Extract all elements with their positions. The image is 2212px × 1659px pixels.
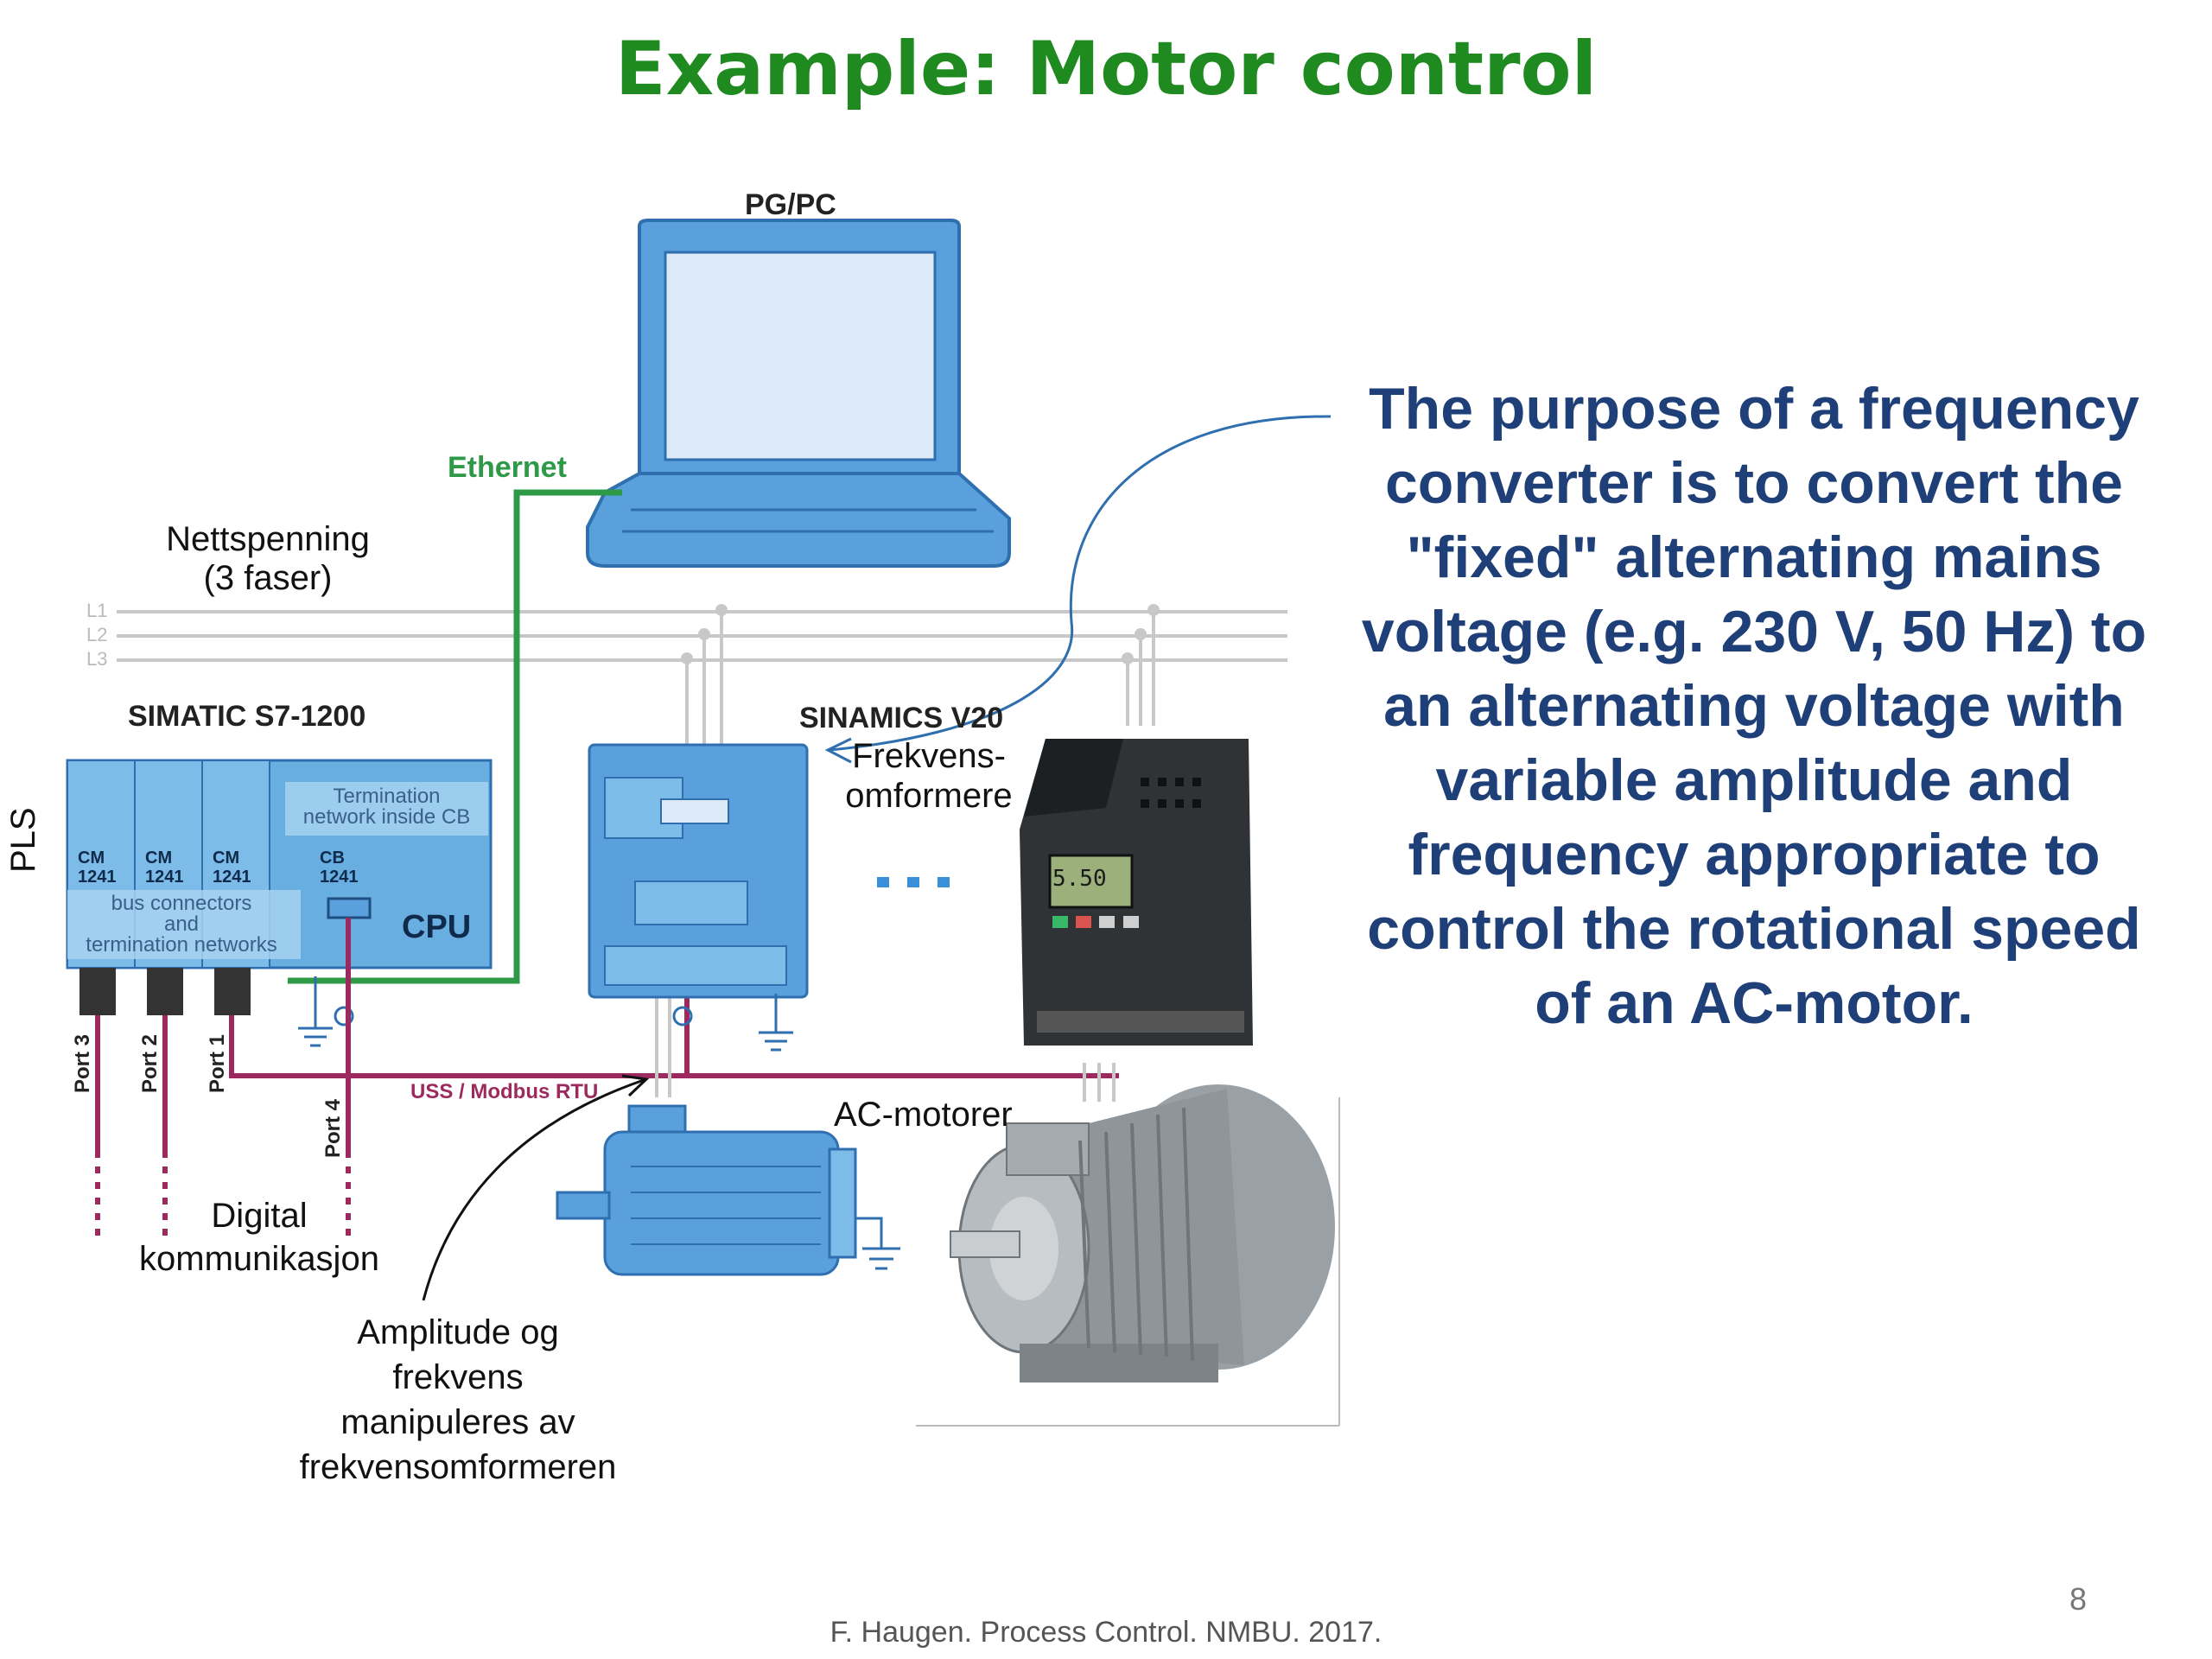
cm-module-1-label: CM 1241 — [78, 849, 117, 887]
frekvens-label: Frekvens- omformere — [845, 737, 1013, 815]
ac-motor-icon — [556, 1104, 857, 1276]
amplitude-label: Amplitude og frekvens manipuleres av fre… — [299, 1313, 617, 1486]
port3-label: Port 3 — [71, 1033, 94, 1093]
frequency-converter-icon — [588, 743, 809, 999]
amplitude-pointer-arrow — [422, 1078, 645, 1301]
cb-module-label: CB 1241 — [320, 849, 359, 887]
laptop-icon — [586, 219, 1011, 568]
plc-ports — [79, 968, 251, 1015]
ac-motor-photo — [916, 1084, 1340, 1427]
page-number: 8 — [2069, 1581, 2088, 1617]
phase-l3-label: L3 — [86, 648, 108, 670]
plc-rack — [66, 759, 493, 969]
purpose-text: The purpose of a frequency converter is … — [1361, 376, 2147, 1036]
mains-label: Nettspenning (3 faser) — [166, 520, 370, 597]
slide-title: Example: Motor control — [614, 26, 1598, 112]
bus-connectors-label: bus connectors and termination networks — [86, 892, 277, 957]
phase-l1-label: L1 — [86, 600, 108, 621]
drive-display-value: 5.50 — [1052, 866, 1107, 892]
port1-label: Port 1 — [206, 1033, 229, 1093]
purpose-pointer-arrow — [829, 415, 1332, 752]
cpu-label: CPU — [402, 909, 472, 945]
bus-continuation — [95, 1166, 351, 1236]
simatic-label: SIMATIC S7-1200 — [128, 700, 366, 733]
ethernet-cable — [288, 489, 622, 984]
pls-label: PLS — [4, 807, 42, 873]
more-dots — [877, 877, 950, 887]
phase-l2-label: L2 — [86, 624, 108, 645]
sinamics-label: SINAMICS V20 — [799, 702, 1004, 734]
port4-label: Port 4 — [321, 1098, 345, 1158]
ac-motorer-label: AC-motorer — [834, 1096, 1013, 1134]
footer: F. Haugen. Process Control. NMBU. 2017. — [830, 1616, 1382, 1649]
ground-icon — [298, 976, 354, 1047]
ethernet-label: Ethernet — [448, 451, 567, 484]
digital-communication-label: Digital kommunikasjon — [139, 1197, 379, 1278]
cm-module-2-label: CM 1241 — [145, 849, 184, 887]
termination-label: Termination network inside CB — [302, 785, 471, 829]
port2-label: Port 2 — [138, 1033, 162, 1093]
uss-modbus-label: USS / Modbus RTU — [410, 1080, 599, 1103]
ground-icon — [672, 994, 793, 1052]
sinamics-device-photo — [1020, 739, 1253, 1046]
cm-module-3-label: CM 1241 — [213, 849, 251, 887]
mains-drops — [681, 604, 1160, 760]
pgpc-label: PG/PC — [745, 188, 836, 221]
ground-icon — [855, 1217, 900, 1270]
